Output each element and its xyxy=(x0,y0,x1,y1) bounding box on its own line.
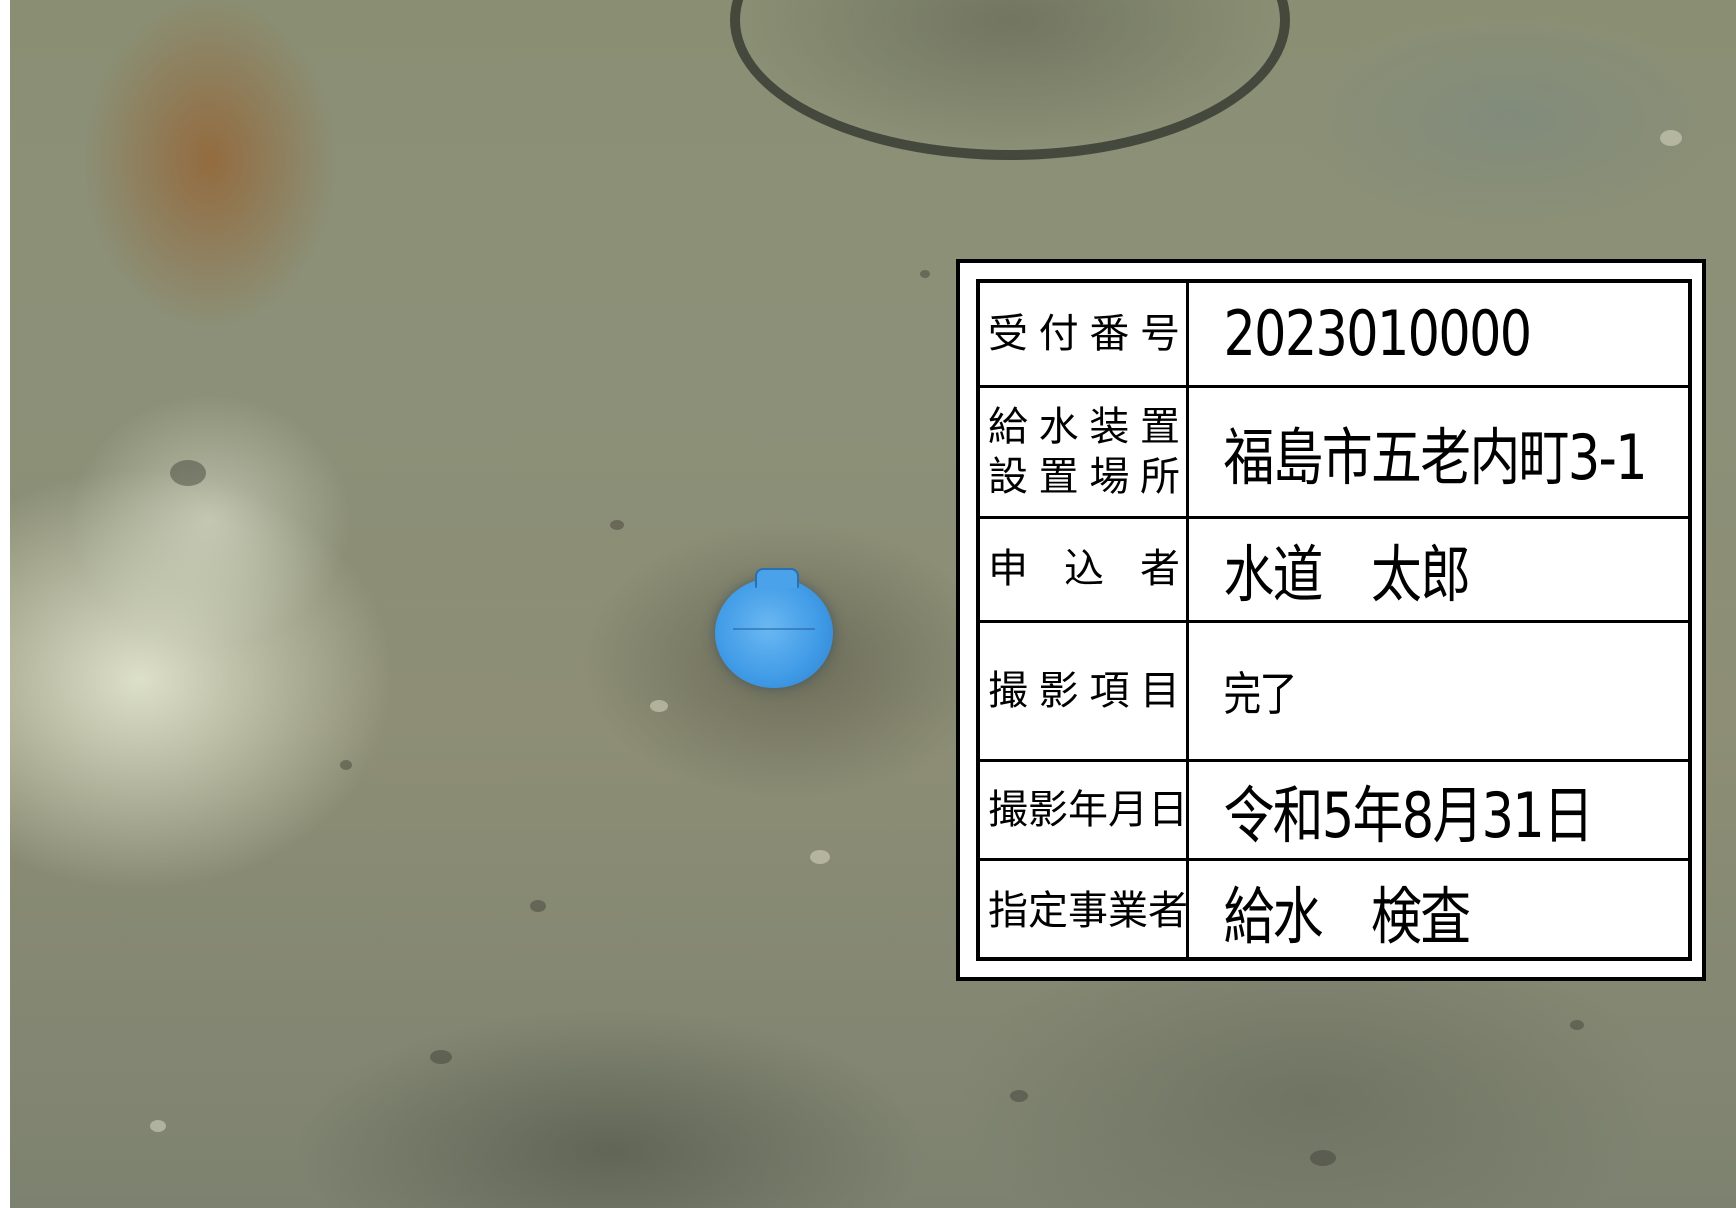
value-cell: 福島市五老内町3-1 xyxy=(1186,384,1688,519)
label-char: 撮 xyxy=(988,786,1028,833)
label-char: 者 xyxy=(1140,546,1180,592)
marker-tab xyxy=(755,568,799,588)
value-cell: 水道 太郎 xyxy=(1186,515,1688,623)
info-board-frame: 受 付 番 号 2023010000 給 水 装 置 xyxy=(976,279,1692,961)
label-char: 号 xyxy=(1139,310,1180,357)
label-cell: 指 定 事 業 者 xyxy=(980,857,1189,961)
gravel xyxy=(920,270,930,278)
photo-item-value: 完了 xyxy=(1223,666,1297,721)
label-char: 番 xyxy=(1089,310,1130,357)
label-cell: 撮 影 項 目 xyxy=(980,619,1189,762)
label-char: 装 xyxy=(1089,403,1130,450)
gravel xyxy=(810,850,830,864)
value-cell: 給水 検査 xyxy=(1186,857,1688,961)
label-char: 置 xyxy=(1139,403,1180,450)
gravel xyxy=(530,900,546,912)
gravel xyxy=(340,760,352,770)
label-char: 置 xyxy=(1038,453,1079,500)
gravel xyxy=(1660,130,1682,146)
row-applicant: 申 込 者 水道 太郎 xyxy=(980,515,1688,623)
applicant-value: 水道 太郎 xyxy=(1223,538,1471,611)
install-location-value: 福島市五老内町3-1 xyxy=(1223,420,1647,494)
gravel xyxy=(1010,1090,1028,1102)
label-char: 項 xyxy=(1089,667,1130,714)
row-receipt-number: 受 付 番 号 2023010000 xyxy=(980,283,1688,388)
label-char: 日 xyxy=(1148,786,1188,833)
label-char: 付 xyxy=(1038,310,1079,357)
label-char: 込 xyxy=(1064,546,1104,592)
value-cell: 完了 xyxy=(1186,619,1688,762)
row-photo-item: 撮 影 項 目 完了 xyxy=(980,619,1688,762)
label-char: 場 xyxy=(1089,453,1130,500)
marker-ridge xyxy=(733,628,815,630)
value-cell: 令和5年8月31日 xyxy=(1186,758,1688,861)
label-char: 目 xyxy=(1139,667,1180,714)
label-char: 給 xyxy=(988,403,1028,450)
label-char: 撮 xyxy=(988,667,1028,714)
photo-date-value: 令和5年8月31日 xyxy=(1223,778,1593,852)
row-install-location: 給 水 装 置 設 置 場 所 福島市五老内町3-1 xyxy=(980,384,1688,519)
label-char: 事 xyxy=(1068,887,1108,934)
label-char: 指 xyxy=(988,887,1028,934)
blue-marker-cap xyxy=(715,568,833,688)
designated-contractor-value: 給水 検査 xyxy=(1223,879,1471,953)
label-char: 者 xyxy=(1148,887,1188,934)
label-char: 影 xyxy=(1028,786,1068,833)
label-char: 申 xyxy=(988,546,1028,592)
label-char: 業 xyxy=(1108,887,1148,934)
label-char: 水 xyxy=(1038,403,1079,450)
gravel xyxy=(610,520,624,530)
label-cell: 給 水 装 置 設 置 場 所 xyxy=(980,384,1189,519)
label-char: 影 xyxy=(1038,667,1079,714)
gravel xyxy=(170,460,206,486)
label-cell: 受 付 番 号 xyxy=(980,283,1189,388)
label-char: 所 xyxy=(1139,453,1180,500)
pipe-opening xyxy=(730,0,1290,160)
label-char: 設 xyxy=(988,453,1028,500)
gravel xyxy=(1310,1150,1336,1166)
label-char: 受 xyxy=(988,310,1028,357)
label-cell: 撮 影 年 月 日 xyxy=(980,758,1189,861)
label-char: 年 xyxy=(1068,786,1108,833)
info-table: 受 付 番 号 2023010000 給 水 装 置 xyxy=(980,283,1688,961)
gravel xyxy=(650,700,668,712)
gravel xyxy=(430,1050,452,1064)
gravel xyxy=(150,1120,166,1132)
label-cell: 申 込 者 xyxy=(980,515,1189,623)
row-designated-contractor: 指 定 事 業 者 給水 検査 xyxy=(980,857,1688,961)
value-cell: 2023010000 xyxy=(1186,283,1688,388)
info-board: 受 付 番 号 2023010000 給 水 装 置 xyxy=(956,259,1706,981)
row-photo-date: 撮 影 年 月 日 令和5年8月31日 xyxy=(980,758,1688,861)
gravel xyxy=(1570,1020,1584,1030)
label-char: 月 xyxy=(1108,786,1148,833)
receipt-number-value: 2023010000 xyxy=(1223,297,1532,371)
label-char: 定 xyxy=(1028,887,1068,934)
